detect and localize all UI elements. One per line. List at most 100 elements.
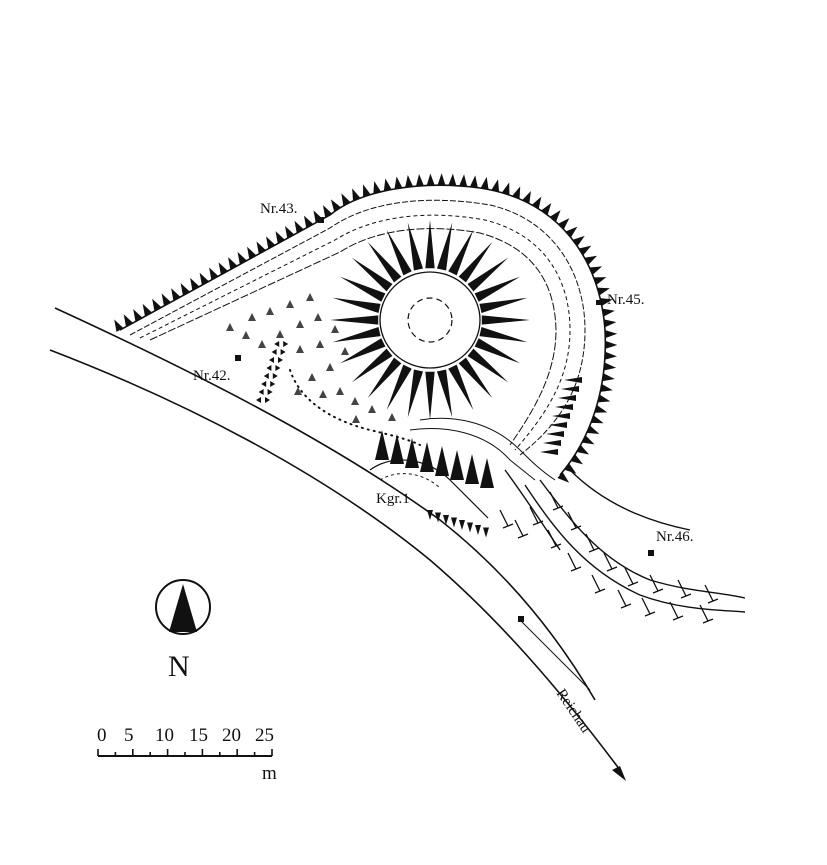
mound-ray	[351, 257, 393, 292]
mound-ray	[448, 229, 474, 276]
scatter-triangle	[331, 325, 339, 333]
scale-tick-10: 10	[155, 725, 174, 746]
terrace-tee	[699, 604, 714, 624]
hachure-tooth	[415, 173, 424, 187]
hachure-tooth	[114, 319, 124, 332]
hachure-tooth	[603, 362, 617, 371]
scatter-triangle	[316, 340, 324, 348]
label-kgr: Kgr.1	[376, 491, 410, 507]
scatter-triangle	[296, 320, 304, 328]
hachure-tooth	[501, 182, 510, 196]
rampart-tooth	[450, 450, 464, 480]
rampart-tooth-small	[451, 517, 457, 528]
terrace-tee	[677, 579, 692, 599]
north-arrow-icon	[169, 584, 197, 632]
scatter-triangle	[319, 390, 327, 398]
scatter-triangle	[296, 345, 304, 353]
marker-nr43	[318, 217, 324, 223]
hachure-tooth	[383, 178, 392, 192]
marker-nr42	[235, 355, 241, 361]
hachure-tooth	[605, 330, 618, 339]
lower-rampart	[375, 430, 494, 538]
hachure-tooth	[373, 181, 382, 194]
scatter-triangle	[388, 413, 396, 421]
scatter-triangle	[306, 293, 314, 301]
terrace-tee	[514, 519, 529, 539]
mound-top	[379, 271, 481, 369]
scale-unit: m	[262, 763, 277, 784]
east-tooth	[552, 413, 570, 419]
terrace-tee	[529, 506, 544, 526]
mound-ray	[367, 357, 402, 399]
rampart-tooth	[465, 454, 479, 484]
hachure-tooth	[459, 174, 468, 187]
inner-ditch-lines	[129, 199, 586, 481]
bank-tooth	[261, 381, 267, 387]
mound-ray	[367, 241, 402, 283]
river-banks	[49, 307, 621, 771]
scale-tick-15: 15	[189, 725, 208, 746]
east-tooth	[558, 395, 576, 401]
label-nr46: Nr.46.	[656, 529, 694, 545]
rampart-tooth-small	[435, 512, 441, 523]
hachure-tooth	[491, 179, 500, 192]
rampart-tooth	[420, 442, 434, 472]
terrace-tee	[641, 597, 656, 617]
hachure-tooth	[593, 277, 607, 285]
kgr-arc-inner	[379, 473, 441, 489]
outer-rampart-hachures	[114, 173, 618, 483]
hachure-tooth	[594, 405, 608, 413]
terrace-tee	[585, 533, 600, 553]
scale-tick-20: 20	[222, 725, 241, 746]
scatter-triangle	[286, 300, 294, 308]
mound-ray	[448, 364, 474, 411]
terrace-tee	[649, 574, 664, 594]
mound-ray	[332, 297, 381, 314]
bank-tooth	[263, 373, 269, 379]
rampart-tooth-small	[483, 527, 489, 538]
scatter-triangle	[314, 313, 322, 321]
bank-tooth	[269, 357, 274, 363]
mound-ray	[407, 222, 424, 271]
mound-ray	[339, 276, 386, 302]
hachure-tooth	[558, 218, 570, 230]
rampart-tooth	[480, 458, 494, 488]
bank-tooth	[270, 381, 276, 387]
north-label: N	[168, 650, 190, 683]
point-marker	[518, 616, 524, 622]
dotted-boundary	[289, 369, 421, 446]
east-tooth	[564, 377, 582, 383]
hachure-tooth	[602, 308, 615, 317]
scatter-triangle	[226, 323, 234, 331]
terrace-tee	[499, 509, 514, 529]
bank-tooth	[256, 397, 261, 403]
rampart-tooth	[390, 434, 404, 464]
rampart-tooth-small	[443, 515, 449, 525]
terrace-tee	[591, 574, 606, 594]
hachure-tooth	[597, 394, 611, 403]
hachure-tooth	[469, 175, 478, 188]
mound-ray	[436, 222, 453, 271]
mound-ray	[481, 315, 530, 325]
hachure-tooth	[565, 226, 578, 238]
hachure-tooth	[405, 175, 414, 188]
hachure-tooth	[448, 173, 457, 186]
scale-tick-0: 0	[97, 725, 107, 746]
scatter-triangle	[266, 307, 274, 315]
river-arrow-icon	[612, 766, 626, 781]
label-river: Reichau	[553, 686, 594, 736]
bank-tooth	[275, 365, 281, 371]
hachure-tooth	[590, 415, 604, 424]
hachure-tooth	[437, 173, 446, 186]
mound-ray	[467, 257, 509, 292]
outer-rampart-line	[119, 184, 607, 476]
mound-ray	[407, 369, 424, 418]
hachure-tooth	[600, 383, 613, 392]
rampart-tooth-small	[427, 510, 433, 520]
mound-ray	[436, 369, 453, 418]
bank-tooth	[265, 397, 270, 403]
hachure-tooth	[512, 186, 521, 199]
east-tooth	[540, 449, 558, 455]
east-tooth	[555, 404, 573, 410]
scale-bar: 0 5 10 15 20 25 m	[97, 725, 277, 784]
